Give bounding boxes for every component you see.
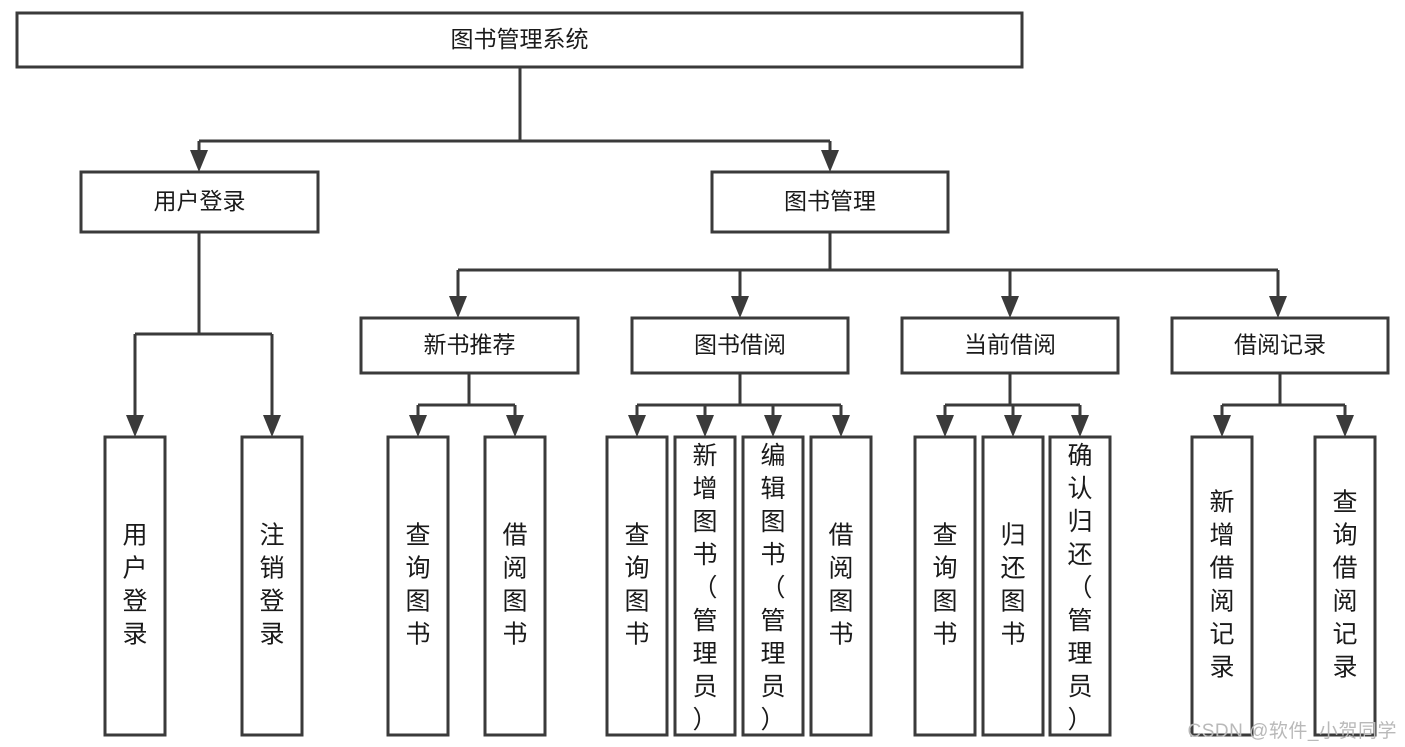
node-box (809, 435, 873, 737)
node-box (1170, 316, 1390, 375)
node-box (710, 170, 950, 234)
node-leaf-borrow-book[interactable]: 借阅图书 (809, 435, 873, 737)
node-box (981, 435, 1045, 737)
node-leaf-user-login[interactable]: 用户登录 (103, 435, 167, 737)
node-label: 新增图书（管理员） (692, 442, 717, 734)
connector-drop-query-borrow-record (1336, 405, 1354, 437)
connector-drop-new-book-recommend (449, 270, 467, 318)
node-label: 图书管理 (784, 188, 876, 214)
node-label: 图书借阅 (694, 332, 786, 358)
node-label: 借阅图书 (502, 521, 527, 648)
node-label: 用户登录 (154, 188, 246, 214)
connector-drop-confirm-return-admin (1071, 405, 1089, 437)
node-box (630, 316, 850, 375)
node-box (359, 316, 580, 375)
node-box (386, 435, 450, 737)
node-box (741, 435, 805, 737)
node-leaf-query-borrow-record[interactable]: 查询借阅记录 (1313, 435, 1377, 737)
node-box (673, 435, 737, 737)
connector-drop-borrow-record (1269, 270, 1287, 318)
node-box (483, 435, 547, 737)
node-borrow-record[interactable]: 借阅记录 (1170, 316, 1390, 375)
connector-drop-leaf-user-logout (263, 334, 281, 437)
node-leaf-edit-book-admin[interactable]: 编辑图书（管理员） (741, 435, 805, 737)
node-leaf-add-book-admin[interactable]: 新增图书（管理员） (673, 435, 737, 737)
node-label: 新书推荐 (424, 332, 516, 358)
node-label: 注销登录 (259, 521, 284, 648)
node-leaf-user-logout[interactable]: 注销登录 (240, 435, 304, 737)
node-box (1313, 435, 1377, 737)
connector-drop-user-login (190, 141, 208, 172)
node-label: 确认归还（管理员） (1067, 442, 1092, 734)
node-label: 归还图书 (1000, 521, 1025, 648)
connector-drop-book-management (821, 141, 839, 172)
node-box (900, 316, 1120, 375)
connector-drop-current-borrow (1001, 270, 1019, 318)
connector-drop-query-book-recommend (409, 405, 427, 437)
node-box (1048, 435, 1112, 737)
connectors-layer (126, 67, 1354, 437)
node-user-login[interactable]: 用户登录 (79, 170, 320, 234)
node-label: 借阅图书 (828, 521, 853, 648)
node-label: 借阅记录 (1234, 332, 1326, 358)
node-box (79, 170, 320, 234)
connector-drop-borrow-book-recommend (506, 405, 524, 437)
nodes-layer: 图书管理系统用户登录图书管理新书推荐图书借阅当前借阅借阅记录用户登录注销登录查询… (15, 11, 1390, 737)
node-current-borrow[interactable]: 当前借阅 (900, 316, 1120, 375)
watermark-text: CSDN @软件_小贺同学 (1187, 721, 1397, 742)
node-book-borrow[interactable]: 图书借阅 (630, 316, 850, 375)
connector-drop-borrow-book (832, 405, 850, 437)
node-leaf-add-borrow-record[interactable]: 新增借阅记录 (1190, 435, 1254, 737)
node-label: 编辑图书（管理员） (760, 442, 785, 734)
connector-drop-leaf-user-login (126, 334, 144, 437)
node-label: 查询图书 (932, 521, 957, 648)
node-label: 图书管理系统 (451, 26, 589, 52)
node-book-management[interactable]: 图书管理 (710, 170, 950, 234)
node-leaf-query-book-recommend[interactable]: 查询图书 (386, 435, 450, 737)
node-box (605, 435, 669, 737)
connector-drop-return-book (1004, 405, 1022, 437)
node-box (103, 435, 167, 737)
node-label: 查询图书 (405, 521, 430, 648)
node-label: 当前借阅 (964, 332, 1056, 358)
connector-drop-add-borrow-record (1213, 405, 1231, 437)
node-leaf-borrow-book-recommend[interactable]: 借阅图书 (483, 435, 547, 737)
node-label: 用户登录 (122, 521, 147, 648)
node-box (913, 435, 977, 737)
node-label: 查询图书 (624, 521, 649, 648)
node-label: 查询借阅记录 (1332, 488, 1357, 681)
node-leaf-query-book-borrow[interactable]: 查询图书 (605, 435, 669, 737)
node-new-book-recommend[interactable]: 新书推荐 (359, 316, 580, 375)
node-leaf-return-book[interactable]: 归还图书 (981, 435, 1045, 737)
connector-drop-query-book-borrow (628, 405, 646, 437)
node-leaf-query-book-current[interactable]: 查询图书 (913, 435, 977, 737)
node-box (240, 435, 304, 737)
connector-drop-edit-book-admin (764, 405, 782, 437)
node-root[interactable]: 图书管理系统 (15, 11, 1024, 69)
connector-drop-query-book-current (936, 405, 954, 437)
node-box (1190, 435, 1254, 737)
node-leaf-confirm-return-admin[interactable]: 确认归还（管理员） (1048, 435, 1112, 737)
node-box (15, 11, 1024, 69)
connector-drop-book-borrow (731, 270, 749, 318)
connector-drop-add-book-admin (696, 405, 714, 437)
node-label: 新增借阅记录 (1209, 488, 1234, 681)
